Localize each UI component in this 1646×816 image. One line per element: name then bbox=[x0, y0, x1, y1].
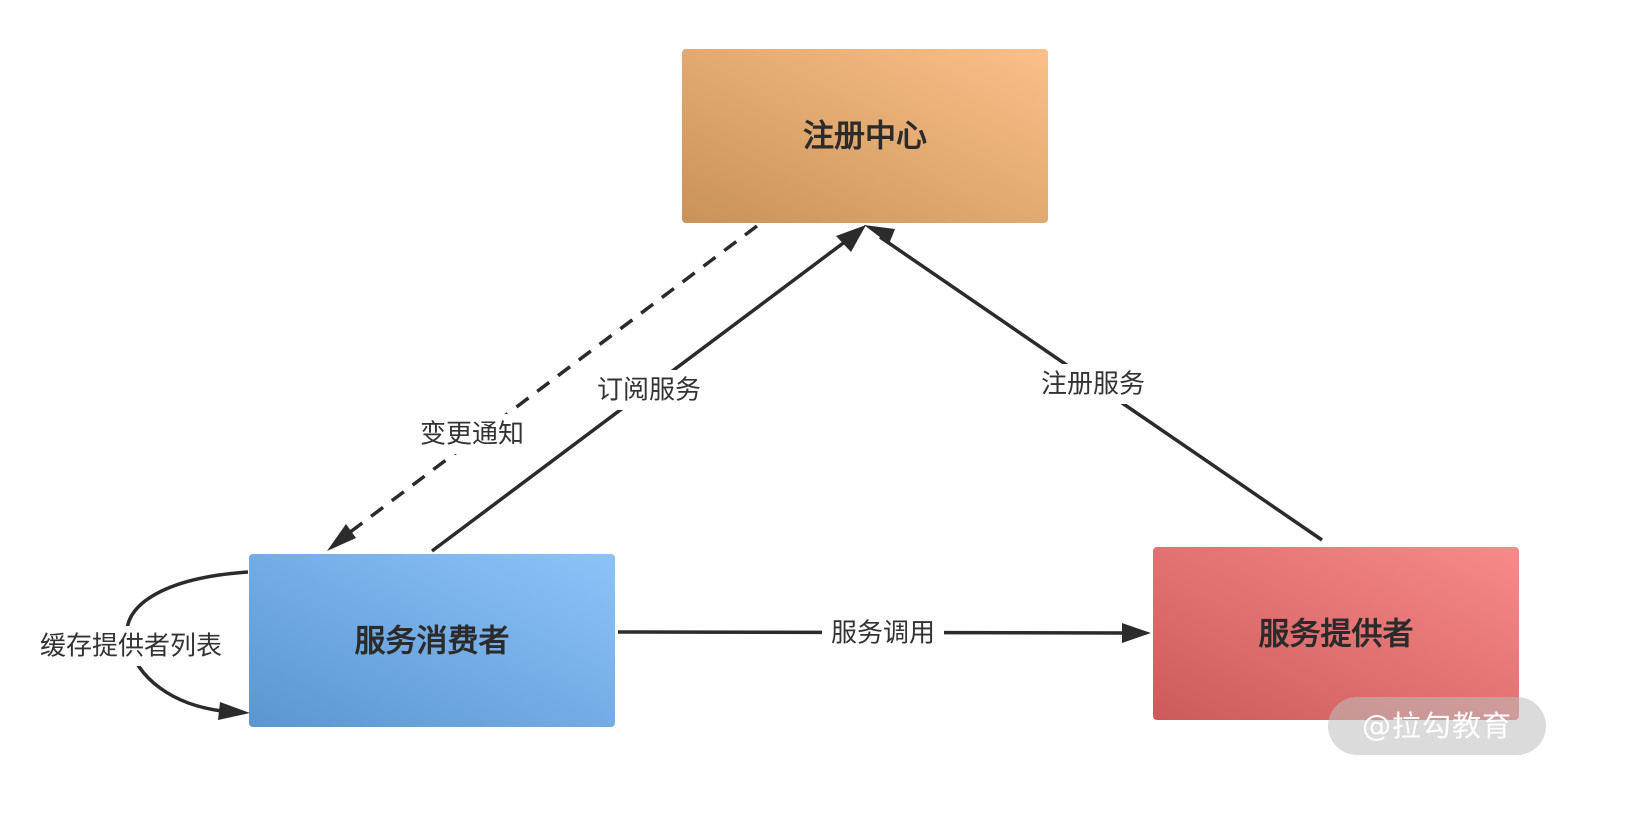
consumer-label: 服务消费者 bbox=[355, 624, 510, 660]
invoke-arrowhead bbox=[1122, 623, 1151, 643]
provider-box bbox=[1153, 547, 1519, 720]
consumer-box bbox=[249, 554, 615, 727]
subscribe-label: 订阅服务 bbox=[597, 376, 701, 406]
registry-node[interactable]: 注册中心 bbox=[682, 49, 1048, 223]
registry-label: 注册中心 bbox=[803, 119, 927, 155]
cache-label: 缓存提供者列表 bbox=[40, 632, 222, 662]
invoke-label: 服务调用 bbox=[831, 619, 935, 649]
subscribe-label-bg bbox=[588, 370, 710, 410]
register-arrowhead bbox=[864, 225, 895, 244]
change-notify-label: 变更通知 bbox=[420, 420, 524, 450]
register-label-bg bbox=[1032, 364, 1154, 404]
register-label: 注册服务 bbox=[1041, 370, 1145, 400]
subscribe-edge: 订阅服务 bbox=[430, 225, 866, 553]
registry-box bbox=[682, 49, 1048, 223]
change-notify-arrowhead bbox=[327, 524, 356, 551]
provider-label: 服务提供者 bbox=[1259, 617, 1414, 653]
subscribe-arrowhead bbox=[836, 225, 866, 252]
cache-loop-arrowhead bbox=[218, 702, 250, 720]
invoke-edge: 服务调用 bbox=[617, 613, 1151, 653]
change-notify-line bbox=[343, 224, 759, 538]
change-notify-label-bg bbox=[412, 414, 532, 454]
invoke-label-bg bbox=[822, 613, 944, 653]
cache-loop-edge: 缓存提供者列表 bbox=[30, 570, 250, 720]
register-edge: 注册服务 bbox=[864, 225, 1323, 542]
consumer-node[interactable]: 服务消费者 bbox=[249, 554, 615, 727]
watermark: @拉勾教育 bbox=[1328, 697, 1546, 755]
change-notify-edge: 变更通知 bbox=[327, 224, 759, 551]
cache-label-bg bbox=[30, 626, 234, 666]
provider-node[interactable]: 服务提供者 bbox=[1153, 547, 1519, 720]
